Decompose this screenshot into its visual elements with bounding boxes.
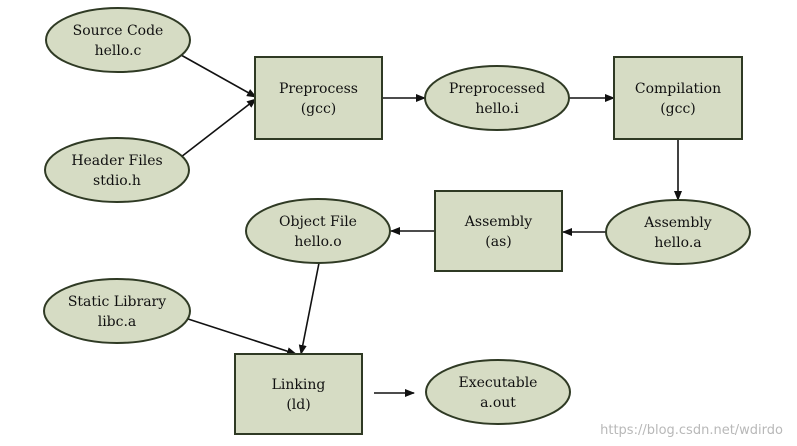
node-label-line1: Source Code bbox=[73, 23, 164, 39]
node-label-line2: (gcc) bbox=[301, 101, 337, 117]
node-label-line2: (gcc) bbox=[660, 101, 696, 117]
file-ellipse bbox=[424, 65, 570, 131]
node-label-line2: libc.a bbox=[98, 314, 137, 330]
process-box bbox=[254, 56, 383, 140]
node-label-line1: Object File bbox=[279, 214, 357, 230]
watermark-text: https://blog.csdn.net/wdirdo bbox=[600, 423, 783, 438]
node-assembly-file: Assembly hello.a bbox=[605, 199, 751, 265]
node-assembly-step: Assembly (as) bbox=[434, 190, 563, 272]
node-linking: Linking (ld) bbox=[234, 353, 363, 435]
edge-static-library-to-linking bbox=[184, 317, 297, 356]
edge-object-file-to-linking bbox=[298, 262, 320, 355]
node-label-line1: Assembly bbox=[643, 215, 711, 231]
file-ellipse bbox=[44, 137, 190, 203]
node-static-library: Static Library libc.a bbox=[43, 278, 191, 344]
node-header-files: Header Files stdio.h bbox=[44, 137, 190, 203]
file-ellipse bbox=[605, 199, 751, 265]
node-label-line2: hello.c bbox=[95, 43, 142, 59]
file-ellipse bbox=[45, 7, 191, 73]
node-source-code: Source Code hello.c bbox=[45, 7, 191, 73]
node-label-line2: hello.o bbox=[294, 234, 341, 250]
node-label-line1: Assembly bbox=[464, 214, 532, 230]
node-object-file: Object File hello.o bbox=[245, 198, 391, 264]
node-label-line2: hello.a bbox=[654, 235, 701, 251]
node-preprocess: Preprocess (gcc) bbox=[254, 56, 383, 140]
node-label-line2: (ld) bbox=[286, 397, 310, 413]
node-label-line1: Linking bbox=[272, 377, 326, 393]
node-label-line1: Executable bbox=[459, 375, 538, 391]
process-box bbox=[234, 353, 363, 435]
edge-source-code-to-preprocess bbox=[180, 54, 257, 98]
process-box bbox=[434, 190, 563, 272]
node-label-line1: Preprocess bbox=[279, 81, 358, 97]
node-label-line1: Compilation bbox=[635, 81, 721, 97]
node-label-line1: Header Files bbox=[71, 153, 162, 169]
node-label-line1: Preprocessed bbox=[449, 81, 545, 97]
file-ellipse bbox=[425, 359, 571, 425]
node-label-line2: hello.i bbox=[475, 101, 519, 117]
node-label-line2: (as) bbox=[485, 234, 511, 250]
node-compilation: Compilation (gcc) bbox=[613, 56, 743, 140]
edge-layer bbox=[180, 54, 682, 397]
node-label-line2: a.out bbox=[480, 395, 516, 411]
file-ellipse bbox=[43, 278, 191, 344]
process-box bbox=[613, 56, 743, 140]
file-ellipse bbox=[245, 198, 391, 264]
edge-header-files-to-preprocess bbox=[180, 98, 257, 158]
node-label-line2: stdio.h bbox=[93, 173, 141, 189]
node-label-line1: Static Library bbox=[68, 294, 166, 310]
node-executable: Executable a.out bbox=[425, 359, 571, 425]
node-preprocessed: Preprocessed hello.i bbox=[424, 65, 570, 131]
